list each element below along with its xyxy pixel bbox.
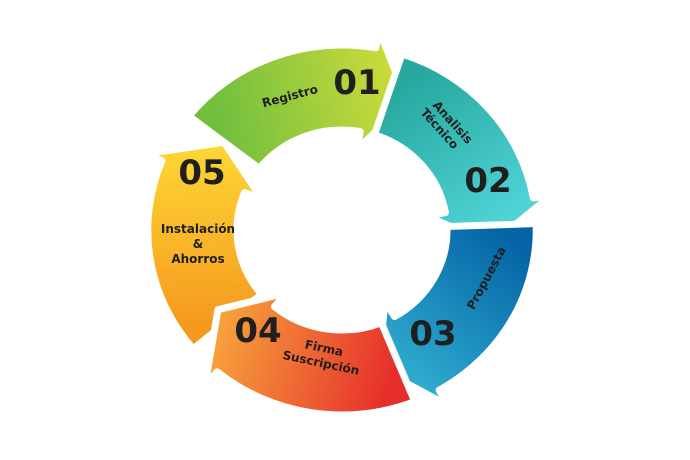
step-arrow-03: [374, 220, 540, 410]
step-label-ahorros: Ahorros: [171, 252, 224, 266]
step-number-04: 04: [234, 311, 281, 351]
step-label-instalacion: Instalación: [161, 222, 235, 236]
step-arrow-05: [140, 138, 266, 353]
step-number-02: 02: [464, 161, 511, 201]
step-number-03: 03: [409, 314, 456, 354]
step-arrow-01: [185, 26, 412, 172]
step-arrow-04: [201, 289, 419, 419]
step-number-01: 01: [333, 63, 380, 103]
step-number-05: 05: [178, 153, 225, 193]
step-label-ampersand: &: [193, 237, 203, 251]
step-arrow-02: [370, 50, 556, 249]
